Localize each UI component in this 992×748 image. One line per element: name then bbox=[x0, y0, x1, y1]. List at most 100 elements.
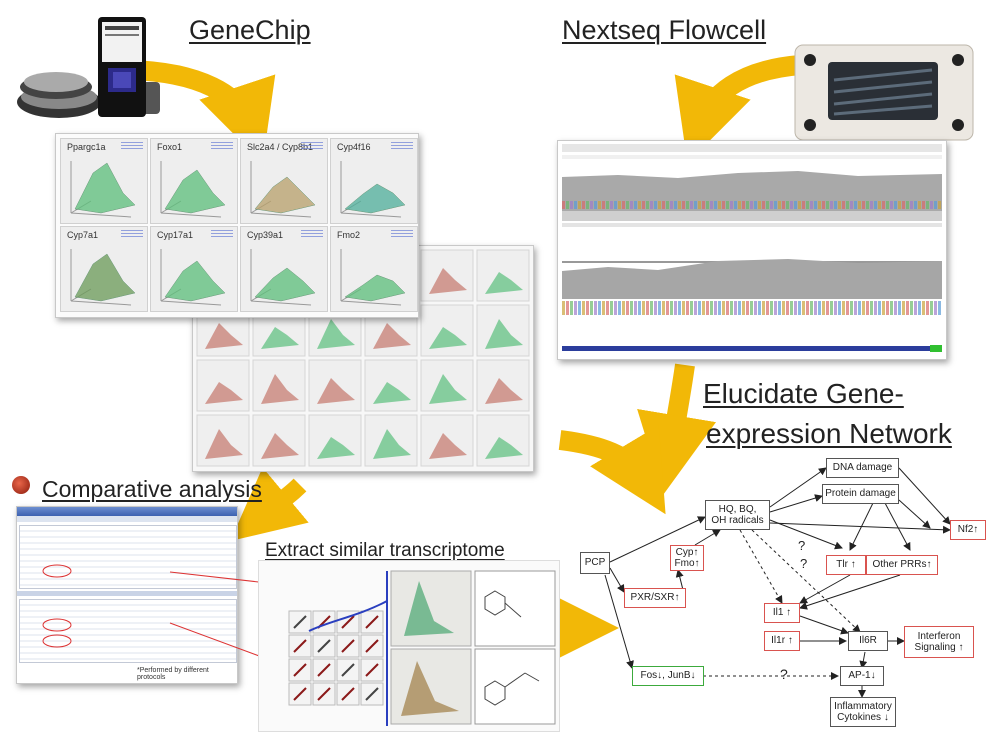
node-il1r: Il1r ↑ bbox=[764, 631, 800, 651]
back-chart-surface bbox=[373, 429, 411, 459]
gene-label: Cyp17a1 bbox=[157, 230, 194, 240]
back-chart-surface bbox=[373, 382, 411, 404]
back-chart-surface bbox=[261, 433, 299, 459]
gene-label: Foxo1 bbox=[157, 142, 183, 152]
legend-swatch bbox=[211, 142, 233, 151]
legend-swatch bbox=[301, 142, 323, 151]
surface-plot bbox=[70, 161, 136, 218]
node-interferon-label: Interferon Signaling ↑ bbox=[914, 630, 964, 654]
gene-label: Cyp7a1 bbox=[67, 230, 99, 240]
flow-arrow-flowcell bbox=[674, 55, 801, 163]
surface-plot bbox=[160, 249, 226, 306]
legend-swatch bbox=[121, 230, 143, 239]
surface-plot bbox=[340, 161, 406, 218]
node-inflammatory-cytokines: Inflammatory Cytokines ↓ bbox=[830, 697, 896, 727]
expression-chart-cell: Cyp7a1 bbox=[60, 226, 148, 312]
node-cyp-fmo: Cyp↑ Fmo↑ bbox=[670, 545, 704, 571]
node-pcp: PCP bbox=[580, 552, 610, 574]
back-chart-surface bbox=[429, 327, 467, 349]
comparative-analysis-screenshot: *Performed by different protocols bbox=[16, 506, 238, 684]
heading-genechip: GeneChip bbox=[189, 15, 311, 45]
node-interferon: Interferon Signaling ↑ bbox=[904, 626, 974, 658]
gene-label: Slc2a4 / Cyp8b1 bbox=[247, 142, 314, 152]
back-chart-surface bbox=[317, 319, 355, 349]
back-chart-surface bbox=[205, 429, 243, 459]
expression-chart-cell: Cyp17a1 bbox=[150, 226, 238, 312]
coverage-tracks bbox=[562, 144, 942, 352]
expression-chart-cell: Slc2a4 / Cyp8b1 bbox=[240, 138, 328, 224]
node-hq-label: HQ, BQ, OH radicals bbox=[711, 503, 764, 527]
heading-nextseq: Nextseq Flowcell bbox=[562, 15, 767, 45]
node-fos-junb: Fos↓, JunB↓ bbox=[632, 666, 704, 686]
expression-chart-cell: Cyp39a1 bbox=[240, 226, 328, 312]
surface-plot bbox=[340, 249, 406, 306]
heading-elucidate-line1: Elucidate Gene- bbox=[703, 378, 904, 409]
extract-panel bbox=[258, 560, 560, 732]
back-chart-surface bbox=[261, 374, 299, 404]
node-inflammatory-label: Inflammatory Cytokines ↓ bbox=[834, 700, 892, 724]
sequencing-coverage-panel bbox=[557, 140, 947, 360]
question-mark-1: ? bbox=[798, 538, 806, 553]
scatter-matrix bbox=[288, 570, 556, 726]
node-pxr-sxr: PXR/SXR↑ bbox=[624, 588, 686, 608]
genechip-device-illustration bbox=[17, 17, 160, 118]
heading-comparative: Comparative analysis bbox=[42, 476, 262, 502]
legend-swatch bbox=[301, 230, 323, 239]
back-chart-surface bbox=[317, 437, 355, 459]
node-hq-bq: HQ, BQ, OH radicals bbox=[705, 500, 770, 530]
back-chart-surface bbox=[317, 378, 355, 404]
back-chart-surface bbox=[261, 327, 299, 349]
back-chart-surface bbox=[429, 374, 467, 404]
section-divider bbox=[17, 591, 237, 596]
question-mark-3: ? bbox=[780, 666, 788, 682]
bullet-icon bbox=[12, 476, 30, 494]
flowcell-illustration bbox=[794, 44, 974, 141]
flow-arrow-charts-comparative bbox=[230, 467, 309, 542]
back-chart-surface bbox=[485, 378, 523, 404]
legend-swatch bbox=[211, 230, 233, 239]
surface-plot bbox=[160, 161, 226, 218]
expression-chart-cell: Cyp4f16 bbox=[330, 138, 418, 224]
legend-swatch bbox=[391, 142, 413, 151]
gene-label: Ppargc1a bbox=[67, 142, 106, 152]
back-chart-surface bbox=[485, 272, 523, 294]
gene-label: Cyp4f16 bbox=[337, 142, 371, 152]
footnote: *Performed by different protocols bbox=[137, 667, 209, 681]
back-chart-cell bbox=[308, 359, 362, 412]
back-chart-surface bbox=[373, 323, 411, 349]
flow-arrow-genechip bbox=[129, 60, 276, 163]
back-chart-surface bbox=[485, 437, 523, 459]
gene-label: Fmo2 bbox=[337, 230, 361, 240]
expression-chart-cell: Foxo1 bbox=[150, 138, 238, 224]
surface-plot bbox=[250, 249, 316, 306]
heading-extract: Extract similar transcriptome bbox=[265, 540, 505, 561]
surface-plot bbox=[70, 249, 136, 306]
node-other-prrs: Other PRRs↑ bbox=[866, 555, 938, 575]
node-cyp-label: Cyp↑ Fmo↑ bbox=[674, 546, 700, 570]
back-chart-cell bbox=[196, 414, 250, 467]
back-chart-surface bbox=[485, 319, 523, 349]
gene-label: Cyp39a1 bbox=[247, 230, 284, 240]
back-chart-surface bbox=[429, 433, 467, 459]
node-protein-damage: Protein damage bbox=[822, 484, 899, 504]
expression-chart-cell: Fmo2 bbox=[330, 226, 418, 312]
back-chart-surface bbox=[205, 323, 243, 349]
upper-table bbox=[19, 525, 237, 589]
flow-arrow-charts-network bbox=[558, 425, 666, 515]
legend-swatch bbox=[121, 142, 143, 151]
question-mark-2: ? bbox=[800, 556, 808, 571]
legend-swatch bbox=[391, 230, 413, 239]
surface-plot bbox=[250, 161, 316, 218]
window-toolbar bbox=[17, 516, 237, 522]
node-il1: Il1 ↑ bbox=[764, 603, 800, 623]
flow-arrow-seq-network bbox=[637, 363, 717, 495]
node-nf2: Nf2↑ bbox=[950, 520, 986, 540]
back-chart-surface bbox=[205, 382, 243, 404]
node-ap1: AP-1↓ bbox=[840, 666, 884, 686]
node-il6r: Il6R bbox=[848, 631, 888, 651]
node-tlr: Tlr ↑ bbox=[826, 555, 866, 575]
window-titlebar bbox=[17, 507, 237, 516]
node-dna-damage: DNA damage bbox=[826, 458, 899, 478]
